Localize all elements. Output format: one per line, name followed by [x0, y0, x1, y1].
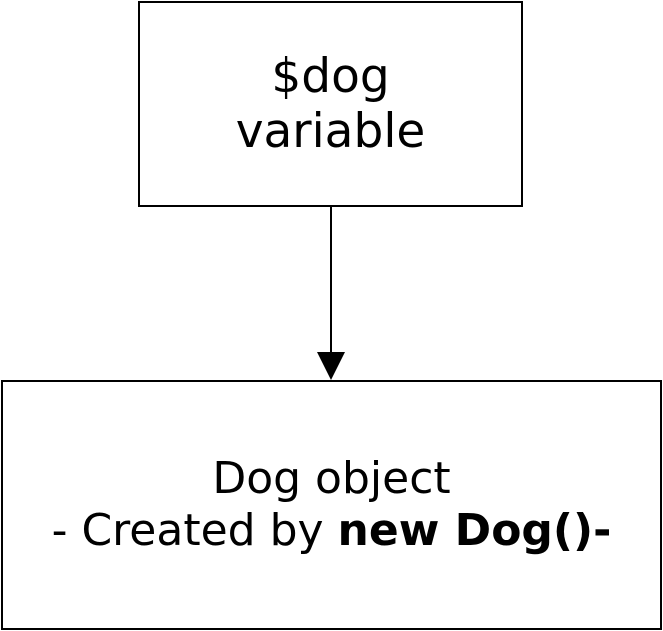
object-constructor: new Dog(): [337, 505, 594, 556]
object-description: - Created by new Dog()-: [52, 505, 612, 557]
arrow-head: [317, 352, 345, 380]
variable-label: variable: [235, 104, 426, 159]
object-description-prefix: - Created by: [51, 505, 338, 556]
object-title: Dog object: [212, 453, 451, 505]
variable-name: $dog: [271, 48, 390, 104]
object-box: Dog object - Created by new Dog()-: [1, 380, 662, 630]
object-description-suffix: -: [593, 505, 612, 556]
variable-box: $dog variable: [138, 1, 523, 207]
